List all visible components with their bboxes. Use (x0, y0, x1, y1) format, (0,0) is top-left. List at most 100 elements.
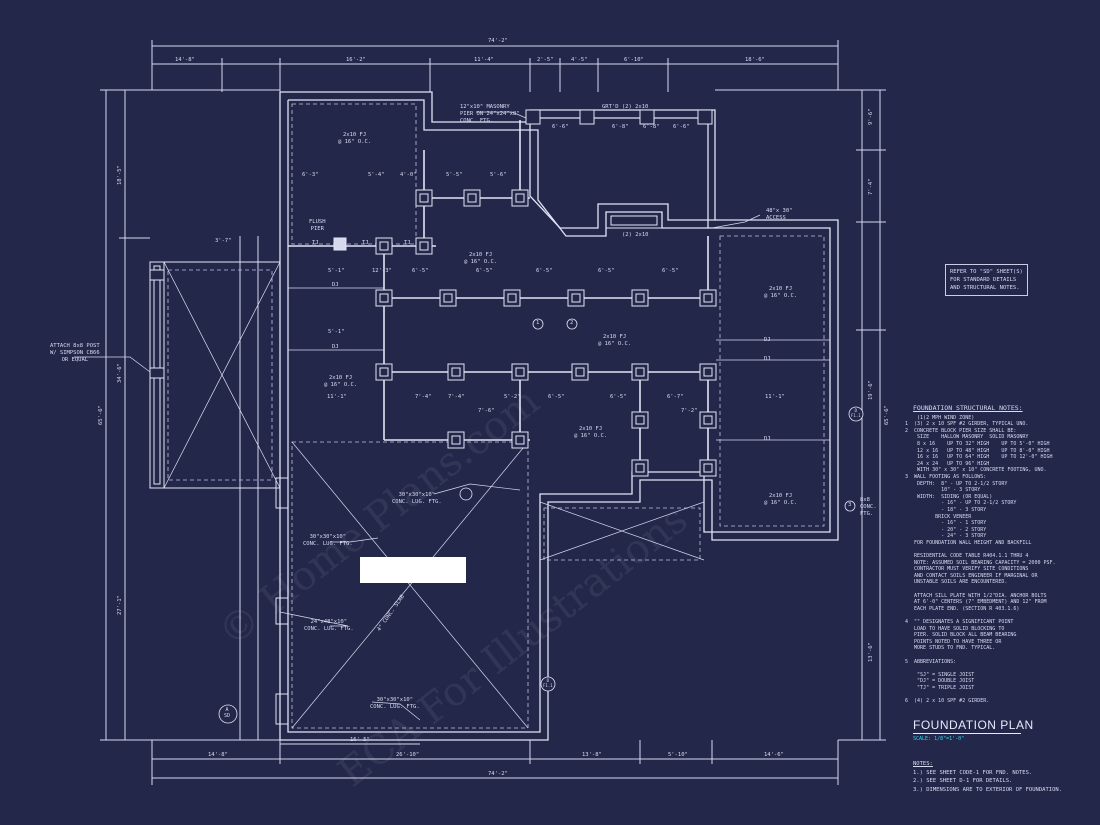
dim-int-7: 6'-8" (612, 124, 629, 130)
structural-note-line: 10" - 3 STORY (905, 487, 981, 494)
structural-note-line: SIZE HALLOW MASONRY SOLID MASONRY (905, 434, 1029, 441)
sheet-title: FOUNDATION PLAN (913, 718, 1034, 732)
dim-int-15: 6'-5" (476, 268, 493, 274)
structural-note-line (905, 612, 1095, 619)
structural-note-line: 2 CONCRETE BLOCK PIER SIZE SHALL BE: (905, 427, 1017, 434)
general-notes: NOTES: 1.) SEE SHEET CODE-1 FOR FND. NOT… (913, 760, 1062, 794)
dj-label-3: DJ (764, 337, 771, 343)
dim-top-5: 4'-5" (571, 57, 588, 63)
dim-int-28: 11'-1" (765, 394, 785, 400)
dim-int-6: 6'-6" (552, 124, 569, 130)
dim-right-overall: 65'-6" (884, 405, 890, 425)
dj-label-4: DJ (764, 356, 771, 362)
structural-note-line: 24 x 24 UP TO 96" HIGH (905, 460, 990, 467)
section-bubble-d2: D F1.1 (543, 678, 553, 688)
dim-int-16: 6'-5" (536, 268, 553, 274)
structural-note-line: 16 x 16 UP TO 64" HIGH UP TO 12'-0" HIGH (905, 454, 1053, 461)
structural-note-line: - 16" - UP TO 2-1/2 STORY (905, 500, 1017, 507)
structural-note-line: NOTE: ASSUMED SOIL BEARING CAPACITY = 20… (905, 559, 1056, 566)
dim-top-3: 11'-4" (474, 57, 494, 63)
dim-bottom-1: 14'-8" (208, 752, 228, 758)
structural-note-line: AT 6'-0" CENTERS (7" EMBEDMENT) AND 12" … (905, 599, 1047, 606)
dim-bottom-3: 13'-8" (582, 752, 602, 758)
structural-note-line: WITH 30" x 30" x 10" CONCRETE FOOTING, U… (905, 467, 1047, 474)
fj-label-2: 2x10 FJ @ 16" O.C. (764, 286, 798, 299)
section-bubble-a: A SD (224, 707, 231, 719)
access-label: 48"x 30" ACCESS (766, 208, 793, 221)
dim-int-13: 12'-3" (372, 268, 392, 274)
dim-left-overall: 65'-6" (98, 405, 104, 425)
structural-notes: FOUNDATION STRUCTURAL NOTES: (1)2 MPH WI… (905, 405, 1095, 705)
fj-label-7: 2x10 FJ @ 16" O.C. (598, 334, 632, 347)
structural-note-line: 8 x 16 UP TO 32" HIGH UP TO 5'-0" HIGH (905, 440, 1050, 447)
dim-int-19: 11'-1" (327, 394, 347, 400)
dim-int-26: 6'-7" (667, 394, 684, 400)
structural-note-line: - 16" - 1 STORY (905, 520, 987, 527)
post-8x8-label: 8x8 CONC. FTG. (860, 497, 877, 517)
tag-2: 2 (570, 320, 574, 326)
structural-note-line: UNSTABLE SOILS ARE ENCOUNTERED. (905, 579, 1008, 586)
structural-note-line: 6 (4) 2 x 10 SPF #2 GIRDER. (905, 698, 990, 705)
structural-note-line: 1 (3) 2 x 10 SPF #2 GIRDER, TYPICAL UNO. (905, 421, 1029, 428)
dim-left-2: 27'-1" (117, 595, 123, 615)
dj-label-5: DJ (764, 436, 771, 442)
structural-note-line: MORE STUDS TO FND. TYPICAL. (905, 645, 996, 652)
structural-note-line (905, 546, 1095, 553)
dim-int-24: 6'-5" (548, 394, 565, 400)
footing-label-2: 30"x30"x10" CONC. LUG. FTG. (303, 534, 353, 547)
structural-note-line: EACH PLATE END. (SECTION R 403.1.6) (905, 605, 1020, 612)
structural-note-line (905, 692, 1095, 699)
dim-int-3: 4'-0" (400, 172, 417, 178)
structural-note-line: RESIDENTIAL CODE TABLE R404.1.1 THRU 4 (905, 553, 1029, 560)
dim-int-8: 6'-8" (643, 124, 660, 130)
dim-int-1: 6'-3" (302, 172, 319, 178)
dim-int-27: 7'-2" (681, 408, 698, 414)
dim-overall-top: 74'-2" (488, 38, 508, 44)
dim-top-2: 16'-2" (346, 57, 366, 63)
dim-overall-bottom: 74'-2" (488, 771, 508, 777)
dim-int-22: 7'-6" (478, 408, 495, 414)
girder-mid-label: (2) 2x10 (622, 232, 649, 238)
dim-left-3: 34'-6" (117, 363, 123, 383)
fj-label-4: 2x10 FJ @ 16" O.C. (574, 426, 608, 439)
dim-bottom-inner: 16'-5" (350, 737, 370, 743)
dim-int-18: 6'-5" (662, 268, 679, 274)
dim-top-6: 6'-10" (624, 57, 644, 63)
dim-bottom-4: 5'-10" (668, 752, 688, 758)
structural-note-line: PIER. SOLID BLOCK ALL BEAM BEARING (905, 632, 1017, 639)
dim-right-1: 9'-6" (868, 108, 874, 125)
footing-label-4: 30"x30"x10" CONC. LUG. FTG. (370, 697, 420, 710)
structural-note-line: - 18" - 3 STORY (905, 506, 987, 513)
post-note-label: ATTACH 8x8 POST W/ SIMPSON CB66 OR EQUAL (50, 343, 100, 363)
structural-note-line: FOR FOUNDATION WALL HEIGHT AND BACKFILL (905, 539, 1032, 546)
dim-int-2: 5'-4" (368, 172, 385, 178)
dim-int-20: 7'-4" (415, 394, 432, 400)
structural-note-line (905, 652, 1095, 659)
dj-label-1: DJ (332, 282, 339, 288)
dim-left-1: 18'-5" (117, 165, 123, 185)
structural-notes-heading: FOUNDATION STRUCTURAL NOTES: (913, 404, 1023, 412)
fj-label-5: 2x10 FJ @ 16" O.C. (764, 493, 798, 506)
dim-top-4: 2'-5" (537, 57, 554, 63)
structural-note-line: - 24" - 3 STORY (905, 533, 987, 540)
structural-note-line: BRICK VENEER (905, 513, 972, 520)
structural-note-line: LOAD TO HAVE SOLID BLOCKING TO (905, 625, 1005, 632)
masonry-pier-label: 12"x10" MASONRY PIER ON 24"x24"x8" CONC.… (460, 104, 520, 124)
obscured-label-block (360, 557, 466, 583)
tj-label-2: TJ (362, 240, 369, 246)
dim-int-9: 6'-6" (673, 124, 690, 130)
girder-top-label: GRT'D (2) 2x10 (602, 104, 649, 110)
dim-bottom-5: 14'-6" (764, 752, 784, 758)
section-bubble-d: D F1.1 (851, 408, 861, 418)
structural-note-line: "DJ" = DOUBLE JOIST (905, 678, 975, 685)
fj-label-1: 2x10 FJ @ 16" O.C. (338, 132, 372, 145)
structural-note-line: "TJ" = TRIPLE JOIST (905, 684, 975, 691)
structural-note-line: WIDTH: SIDING (OR EQUAL) (905, 493, 993, 500)
dim-right-4: 19'-6" (868, 380, 874, 400)
dim-int-12: 3'-7" (215, 238, 232, 244)
structural-note-line (905, 665, 1095, 672)
dim-bottom-2: 26'-10" (396, 752, 420, 758)
dim-right-2: 7'-4" (868, 178, 874, 195)
